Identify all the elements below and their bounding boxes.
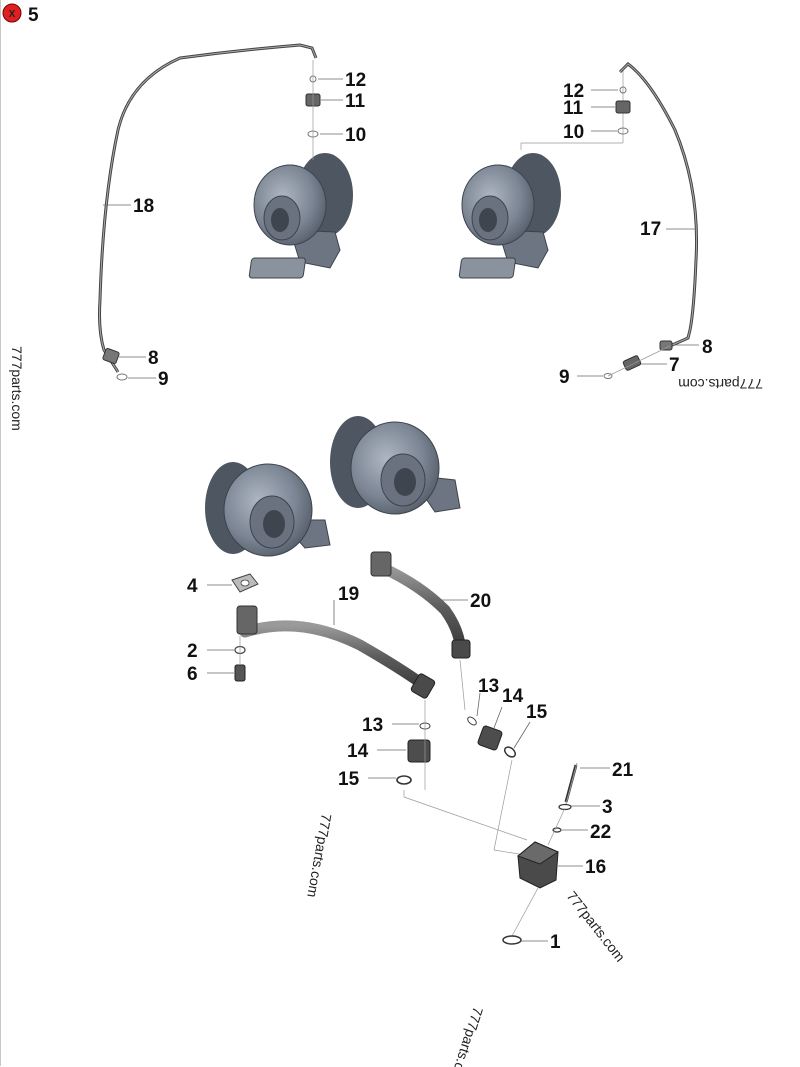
callout-3: 3: [602, 797, 613, 818]
washer-22: [552, 827, 562, 833]
pipe-20-end: [451, 639, 471, 659]
oring-1: [502, 935, 522, 945]
callout-10: 10: [563, 122, 584, 143]
watermark: 777parts.com: [9, 346, 25, 431]
fitting-8: [659, 340, 673, 351]
turbocharger-bottom-left: [205, 462, 331, 557]
callout-18: 18: [133, 196, 154, 217]
callout-8: 8: [702, 337, 713, 358]
pipe-20-flange: [370, 551, 392, 577]
callout-20: 20: [470, 591, 491, 612]
seal-15: [503, 746, 517, 758]
page-number: 5: [28, 5, 39, 26]
callout-22: 22: [590, 822, 611, 843]
callout-11: 11: [345, 91, 366, 112]
callout-16: 16: [585, 857, 606, 878]
washer-12: [619, 86, 627, 94]
callout-1: 1: [550, 932, 561, 953]
callout-9: 9: [158, 369, 169, 390]
pipe-19-flange: [236, 605, 258, 635]
callout-14: 14: [347, 741, 369, 762]
fitting-8: [102, 348, 120, 364]
callout-6: 6: [187, 664, 198, 685]
adapter-14: [477, 725, 503, 751]
callout-13: 13: [362, 715, 383, 736]
turbocharger-bottom-right: [330, 416, 461, 515]
pipe-19-end: [410, 673, 436, 699]
close-icon-label: X: [9, 9, 16, 20]
callout-8: 8: [148, 348, 159, 369]
callout-7: 7: [669, 355, 680, 376]
watermark: 777parts.co: [448, 1005, 486, 1067]
callout-19: 19: [338, 584, 359, 605]
watermark: 777parts.com: [678, 376, 763, 392]
seal-9: [116, 373, 128, 381]
adapter-14: [407, 739, 431, 763]
callout-17: 17: [640, 219, 661, 240]
callout-12: 12: [345, 70, 366, 91]
bolt-6: [234, 664, 246, 682]
oil-collector-16: [517, 841, 560, 889]
drain-pipe-20: [377, 562, 466, 651]
callout-13: 13: [478, 676, 499, 697]
callout-15: 15: [526, 702, 548, 723]
callout-9: 9: [559, 367, 570, 388]
oil-line-17: [618, 62, 699, 348]
seal-15: [396, 775, 412, 785]
fitting-11: [615, 100, 631, 114]
oring-10: [617, 127, 629, 135]
close-icon[interactable]: X: [2, 3, 22, 23]
callout-2: 2: [187, 641, 198, 662]
oring-13: [467, 716, 477, 726]
callout-10: 10: [345, 125, 366, 146]
seal-9: [603, 373, 613, 379]
washer-3: [558, 803, 572, 811]
callout-21: 21: [612, 760, 634, 781]
callout-14: 14: [502, 686, 524, 707]
turbocharger-top-left: [248, 153, 353, 279]
callout-15: 15: [338, 769, 360, 790]
callout-11: 11: [563, 98, 584, 119]
gasket-4: [231, 573, 259, 593]
drain-pipe-19: [239, 620, 431, 692]
callout-12: 12: [563, 81, 584, 102]
watermark: 777parts.com: [564, 888, 629, 965]
turbocharger-top-right: [458, 153, 561, 279]
adapter-7: [622, 355, 642, 371]
watermark: 777parts.com: [304, 812, 334, 898]
callout-4: 4: [187, 576, 198, 597]
